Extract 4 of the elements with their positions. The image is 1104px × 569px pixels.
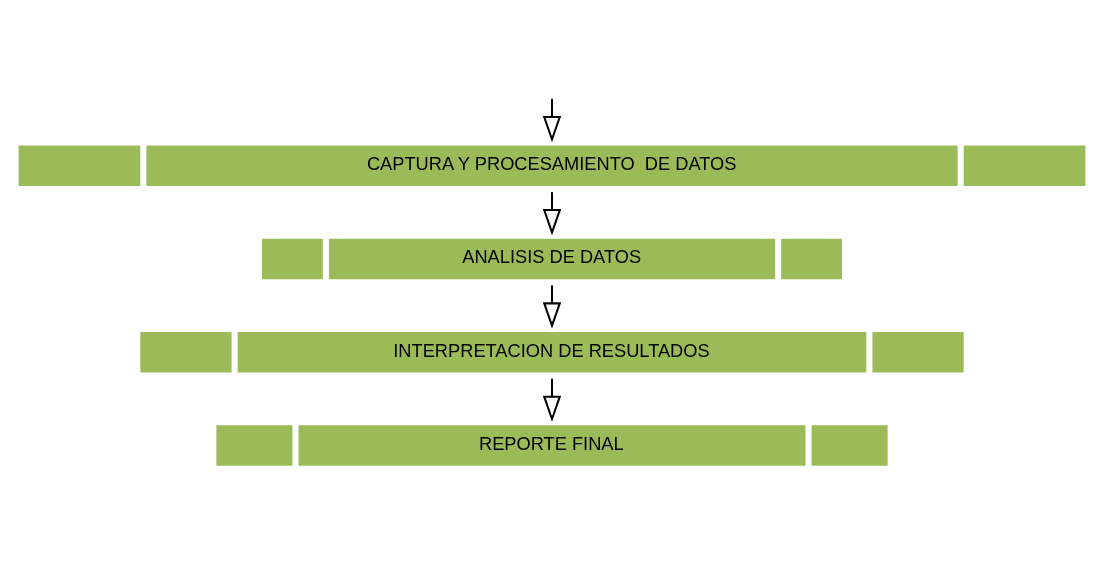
arrow bbox=[542, 191, 562, 235]
arrow bbox=[542, 98, 562, 142]
arrow bbox=[542, 284, 562, 329]
arrow bbox=[542, 378, 562, 422]
